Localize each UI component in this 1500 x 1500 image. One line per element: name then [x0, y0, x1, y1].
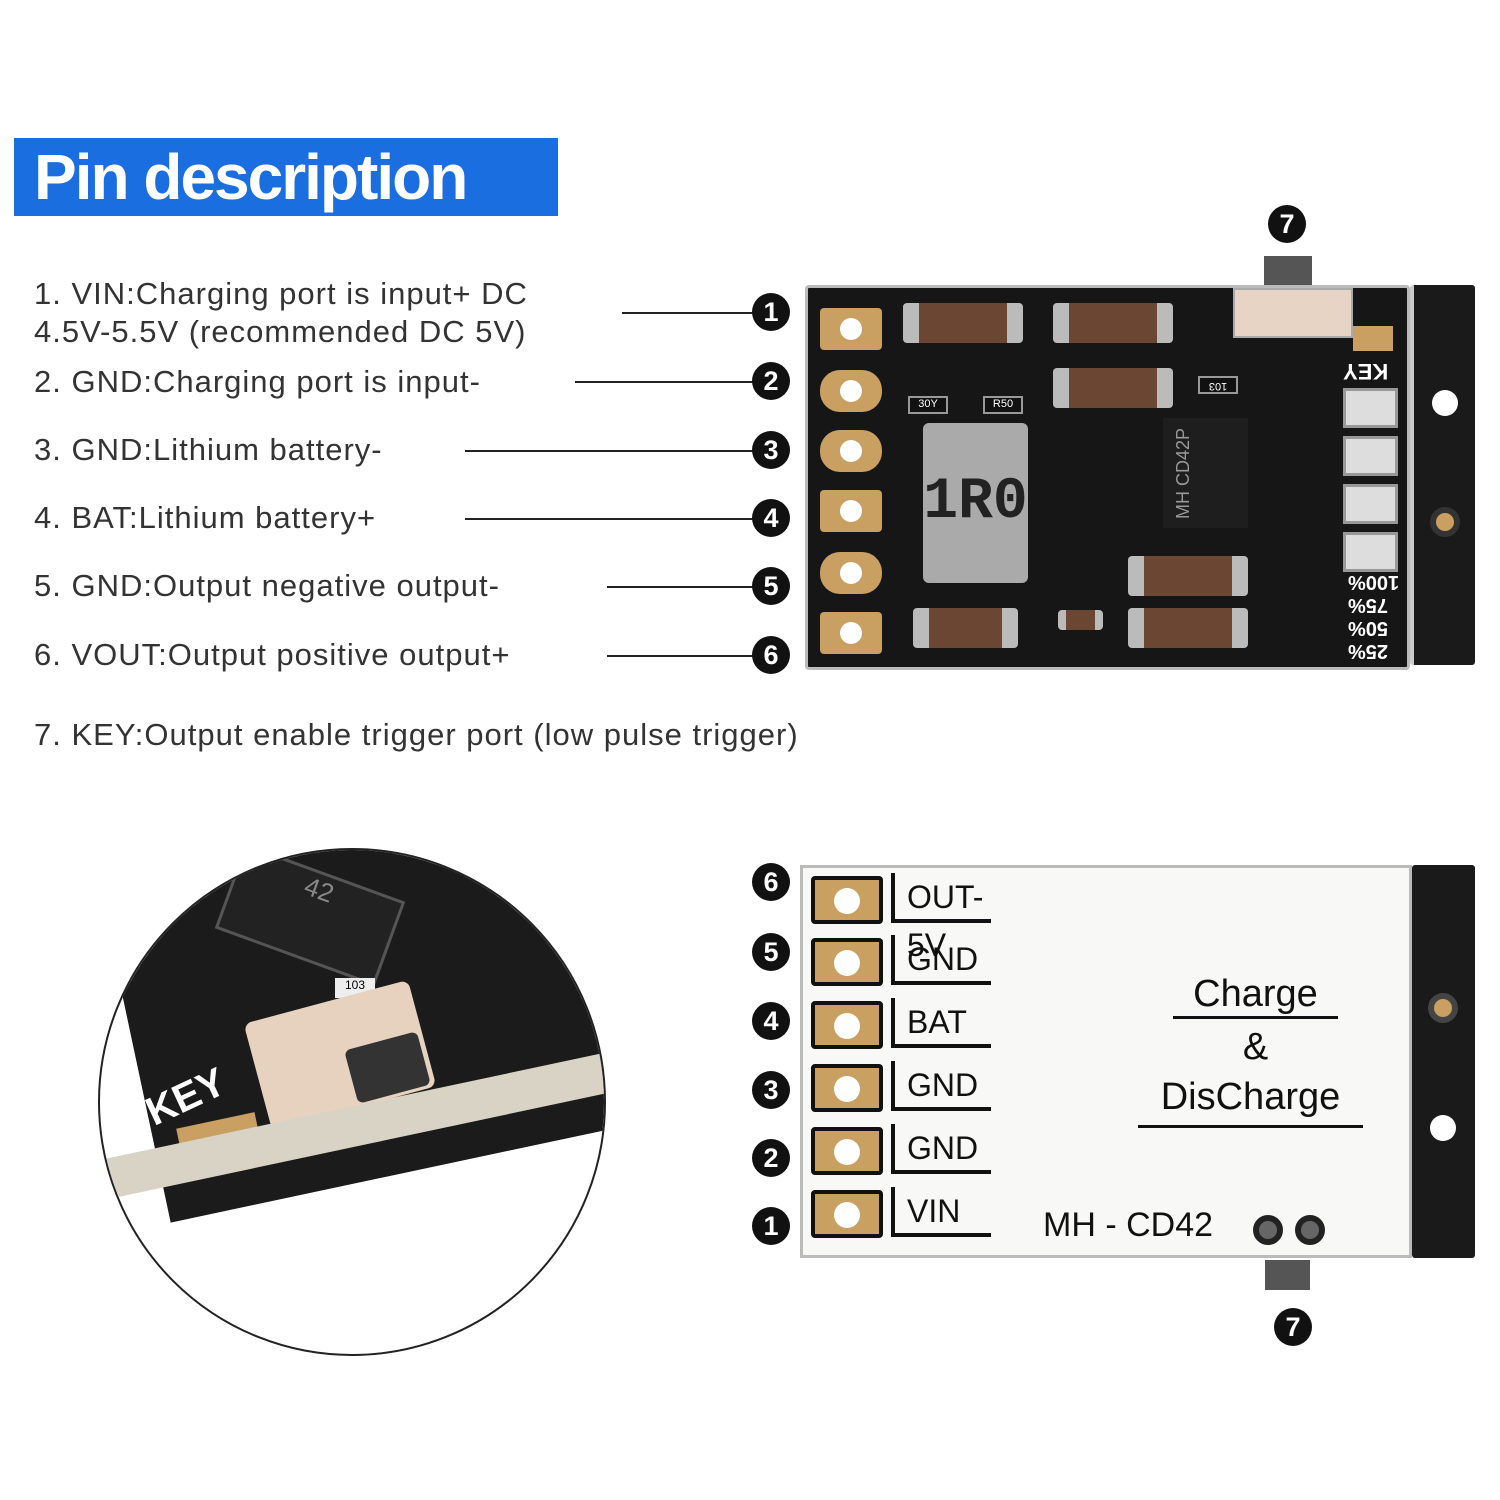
ampersand-text: & — [1242, 1026, 1269, 1068]
pin-label: OUT-5V — [891, 873, 991, 963]
pin-number-badge: 2 — [752, 362, 790, 400]
pcb-top-view: 30Y R50 103 1R0 MH CD42P KEY 100% 75% 50… — [805, 285, 1410, 670]
led-indicator — [1343, 532, 1398, 572]
pcb-breakaway-strip — [1410, 285, 1475, 665]
resistor-label: R50 — [983, 396, 1023, 414]
pin-number-badge: 2 — [752, 1139, 790, 1177]
resistor-label: 30Y — [908, 396, 948, 414]
key-switch-actuator — [1264, 256, 1312, 286]
pin-6-description: 6. VOUT:Output positive output+ — [34, 637, 511, 672]
pin-number-badge: 5 — [752, 567, 790, 605]
pin-number-badge: 4 — [752, 1002, 790, 1040]
pcb-breakaway-strip — [1412, 865, 1475, 1258]
pin-number-badge: 7 — [1268, 205, 1306, 243]
pcb-bottom-view: OUT-5V GND BAT GND GND VIN Charge & DisC… — [800, 865, 1412, 1258]
leader-line — [465, 450, 757, 452]
level-label: 75% — [1348, 594, 1389, 616]
led-indicator — [1343, 388, 1398, 428]
level-label: 50% — [1348, 617, 1389, 639]
pin-7-description: 7. KEY:Output enable trigger port (low p… — [34, 717, 799, 752]
pin-1-description-2: 4.5V-5.5V (recommended DC 5V) — [34, 314, 527, 349]
leader-line — [575, 381, 757, 383]
pin-5-description: 5. GND:Output negative output- — [34, 568, 500, 603]
pin-2-description: 2. GND:Charging port is input- — [34, 364, 481, 399]
leader-line — [622, 312, 757, 314]
model-text: MH - CD42 — [1043, 1206, 1214, 1244]
pin-4-description: 4. BAT:Lithium battery+ — [34, 500, 377, 535]
key-label: KEY — [1343, 359, 1389, 384]
leader-line — [607, 655, 757, 657]
pin-number-badge: 1 — [752, 1207, 790, 1245]
led-indicator — [1343, 436, 1398, 476]
pin-number-badge: 6 — [752, 863, 790, 901]
pin-label: GND — [891, 935, 991, 985]
pin-number-badge: 5 — [752, 933, 790, 971]
pin-number-badge: 4 — [752, 499, 790, 537]
page-title: Pin description — [14, 138, 558, 216]
key-switch-actuator — [1265, 1260, 1310, 1290]
key-switch — [1233, 288, 1353, 338]
pin-label: GND — [891, 1061, 991, 1111]
pin-number-badge: 3 — [752, 431, 790, 469]
charge-text: Charge — [1173, 973, 1338, 1019]
level-label: 25% — [1348, 640, 1389, 662]
magnified-key-switch-view: 42 103 KEY — [98, 848, 606, 1356]
leader-line — [465, 518, 757, 520]
pin-label: VIN — [891, 1187, 991, 1237]
pin-3-description: 3. GND:Lithium battery- — [34, 432, 383, 467]
pin-1-description: 1. VIN:Charging port is input+ DC — [34, 276, 528, 311]
pin-number-badge: 3 — [752, 1071, 790, 1109]
pin-number-badge: 1 — [752, 293, 790, 331]
pin-number-badge: 6 — [752, 636, 790, 674]
inductor: 1R0 — [923, 423, 1028, 583]
discharge-text: DisCharge — [1138, 1076, 1363, 1128]
pin-label: BAT — [891, 998, 991, 1048]
level-label: 100% — [1348, 571, 1400, 593]
led-indicator — [1343, 484, 1398, 524]
leader-line — [607, 586, 757, 588]
resistor-label: 103 — [1198, 376, 1238, 394]
pin-label: GND — [891, 1124, 991, 1174]
pin-number-badge: 7 — [1274, 1308, 1312, 1346]
chip-cd42: MH CD42P — [1163, 418, 1248, 528]
